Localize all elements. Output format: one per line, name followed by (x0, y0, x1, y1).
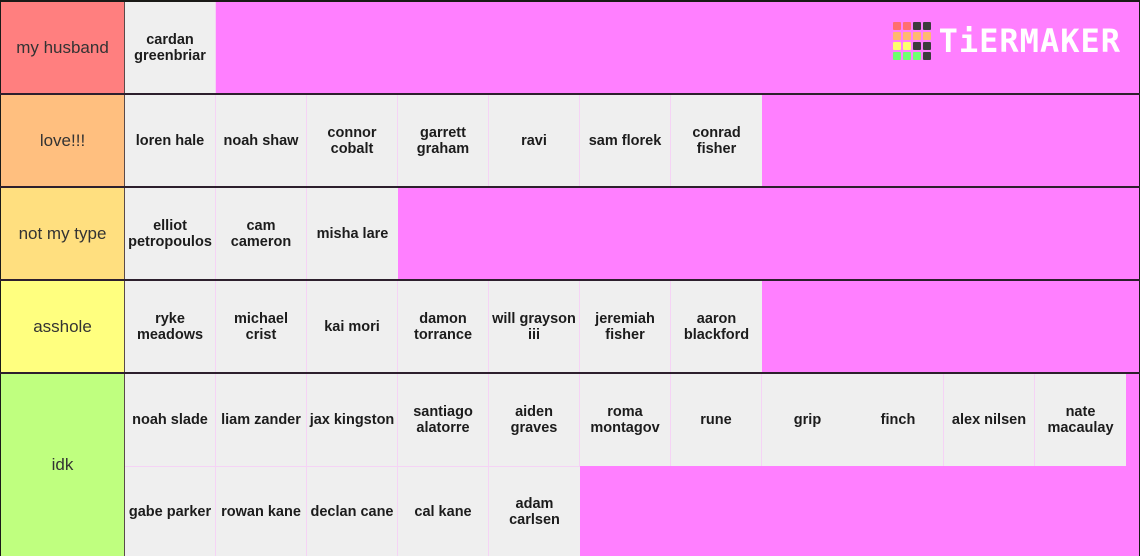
tier-items-dropzone[interactable]: loren hale noah shaw connor cobalt garre… (125, 95, 1140, 187)
tier-row-asshole: asshole ryke meadows michael crist kai m… (0, 279, 1140, 373)
tier-item-card[interactable]: conrad fisher (671, 95, 762, 187)
tier-item-card[interactable]: michael crist (216, 281, 307, 373)
tier-item-card[interactable]: ravi (489, 95, 580, 187)
tier-item-card[interactable]: jax kingston (307, 374, 398, 466)
logo-text: TiERMAKER (938, 22, 1121, 60)
tier-item-card[interactable]: rowan kane (216, 466, 307, 556)
tier-item-card[interactable]: misha lare (307, 188, 398, 280)
tier-label[interactable]: love!!! (0, 95, 125, 186)
tier-item-card[interactable]: santiago alatorre (398, 374, 489, 466)
logo-grid-icon (892, 22, 931, 60)
tier-items-dropzone[interactable]: noah slade liam zander jax kingston sant… (125, 374, 1140, 556)
tier-item-card[interactable]: garrett graham (398, 95, 489, 187)
tier-item-card[interactable]: kai mori (307, 281, 398, 373)
tier-item-card[interactable]: noah slade (125, 374, 216, 466)
tier-label[interactable]: my husband (0, 2, 125, 93)
tier-item-card[interactable]: liam zander (216, 374, 307, 466)
tier-label[interactable]: asshole (0, 281, 125, 372)
tier-items-dropzone[interactable]: ryke meadows michael crist kai mori damo… (125, 281, 1140, 373)
tier-item-card[interactable]: jeremiah fisher (580, 281, 671, 373)
tiermaker-logo: TiERMAKER (892, 22, 1121, 60)
tier-row-love: love!!! loren hale noah shaw connor coba… (0, 93, 1140, 187)
tier-item-card[interactable]: loren hale (125, 95, 216, 187)
tier-item-card[interactable]: alex nilsen (944, 374, 1035, 466)
tier-item-card[interactable]: nate macaulay (1035, 374, 1126, 466)
tier-item-card[interactable]: will grayson iii (489, 281, 580, 373)
tier-row-idk: idk noah slade liam zander jax kingston … (0, 372, 1140, 556)
tier-label[interactable]: idk (0, 374, 125, 556)
tier-item-card[interactable]: elliot petropoulos (125, 188, 216, 280)
tier-item-card[interactable]: cal kane (398, 466, 489, 556)
tier-item-card[interactable]: declan cane (307, 466, 398, 556)
tier-item-card[interactable]: connor cobalt (307, 95, 398, 187)
tier-item-card[interactable]: noah shaw (216, 95, 307, 187)
tier-row-my-husband: my husband cardan greenbriar TiERMAKER (0, 0, 1140, 94)
tier-row-not-my-type: not my type elliot petropoulos cam camer… (0, 186, 1140, 280)
tier-item-card[interactable]: cardan greenbriar (125, 2, 216, 94)
tier-items-dropzone[interactable]: elliot petropoulos cam cameron misha lar… (125, 188, 1140, 280)
tier-item-card[interactable]: aiden graves (489, 374, 580, 466)
tier-item-card[interactable]: damon torrance (398, 281, 489, 373)
tier-item-card[interactable]: ryke meadows (125, 281, 216, 373)
tier-item-card[interactable]: roma montagov (580, 374, 671, 466)
tier-label[interactable]: not my type (0, 188, 125, 279)
tier-item-card[interactable]: grip (762, 374, 853, 466)
tier-item-card[interactable]: adam carlsen (489, 466, 580, 556)
tier-item-card[interactable]: cam cameron (216, 188, 307, 280)
tier-item-card[interactable]: sam florek (580, 95, 671, 187)
tier-item-card[interactable]: rune (671, 374, 762, 466)
tier-item-card[interactable]: gabe parker (125, 466, 216, 556)
tier-item-card[interactable]: aaron blackford (671, 281, 762, 373)
tier-items-dropzone[interactable]: cardan greenbriar TiERMAKER (125, 2, 1140, 94)
tier-item-card[interactable]: finch (853, 374, 944, 466)
